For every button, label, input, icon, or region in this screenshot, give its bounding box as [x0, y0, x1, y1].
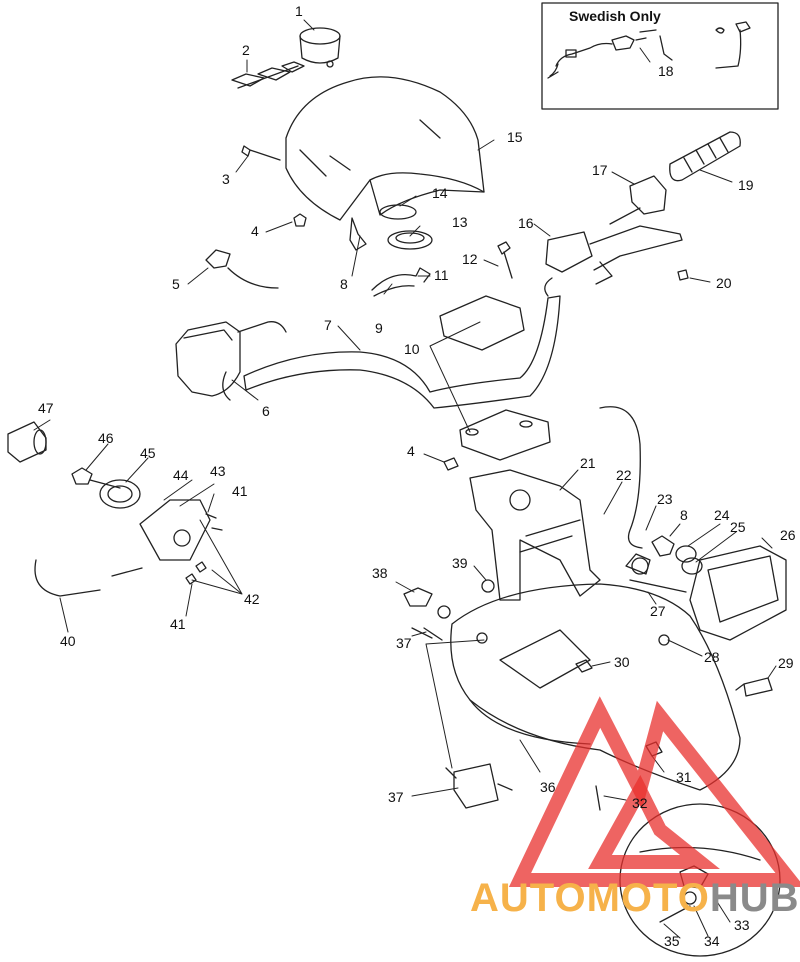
callout-label: 6	[262, 403, 270, 419]
callout-label: 23	[657, 491, 673, 507]
callout-label: 35	[664, 933, 680, 949]
callout-label: 10	[404, 341, 420, 357]
callout-label: 15	[507, 129, 523, 145]
callout-label: 36	[540, 779, 556, 795]
callout-label: 46	[98, 430, 114, 446]
callout-label: 25	[730, 519, 746, 535]
callout-label: 37	[396, 635, 412, 651]
callout-label: 3	[222, 171, 230, 187]
callout-label: 8	[680, 507, 688, 523]
watermark-logo	[508, 696, 800, 887]
callout-label: 20	[716, 275, 732, 291]
leader-lines	[33, 19, 777, 939]
callout-label: 40	[60, 633, 76, 649]
callout-label: 14	[432, 185, 448, 201]
callout-label: 38	[372, 565, 388, 581]
handlebar-cowl	[285, 76, 485, 221]
mounting-bracket	[469, 469, 601, 601]
callout-label: 2	[242, 42, 250, 58]
callout-label: 41	[170, 616, 186, 632]
brake-master-cylinder	[544, 225, 683, 297]
callout-label: 26	[780, 527, 796, 543]
callout-label: 31	[676, 769, 692, 785]
left-parts-group	[7, 421, 223, 597]
callout-label: 7	[324, 317, 332, 333]
left-control-housing	[175, 321, 287, 401]
watermark-part-1: AUTOMOTO	[470, 876, 710, 920]
callout-label: 17	[592, 162, 608, 178]
callout-label: 29	[778, 655, 794, 671]
inset-title: Swedish Only	[569, 8, 661, 24]
callout-label: 41	[232, 483, 248, 499]
callout-label: 19	[738, 177, 754, 193]
callout-label: 27	[650, 603, 666, 619]
callout-label: 12	[462, 251, 478, 267]
tail-lamp-housing	[689, 545, 787, 641]
callout-label: 45	[140, 445, 156, 461]
grip	[669, 131, 741, 182]
callout-label: 39	[452, 555, 468, 571]
callout-label: 34	[704, 933, 720, 949]
watermark-part-2: HUB	[709, 876, 800, 920]
callout-label: 1	[295, 3, 303, 19]
callout-label: 21	[580, 455, 596, 471]
handlebar-tube	[243, 295, 561, 409]
callout-label: 24	[714, 507, 730, 523]
callout-label: 4	[407, 443, 415, 459]
callout-label: 18	[658, 63, 674, 79]
callout-label: 16	[518, 215, 534, 231]
cap-part	[299, 27, 341, 68]
callout-label: 9	[375, 320, 383, 336]
callout-label: 8	[340, 276, 348, 292]
callout-label: 44	[173, 467, 189, 483]
callout-label: 37	[388, 789, 404, 805]
watermark-text: AUTOMOTOHUB	[470, 876, 800, 921]
callout-label: 5	[172, 276, 180, 292]
callout-label: 33	[734, 917, 750, 933]
callout-label: 43	[210, 463, 226, 479]
callout-label: 47	[38, 400, 54, 416]
callout-label: 30	[614, 654, 630, 670]
callout-label: 42	[244, 591, 260, 607]
callout-label: 22	[616, 467, 632, 483]
swedish-inset-box	[541, 2, 779, 110]
callout-label: 28	[704, 649, 720, 665]
callout-label: 11	[434, 267, 449, 283]
callout-label: 4	[251, 223, 259, 239]
clip-parts	[231, 61, 305, 89]
callout-label: 32	[632, 795, 648, 811]
lower-pod	[450, 583, 741, 791]
upper-clamp	[439, 295, 551, 461]
callout-label: 13	[452, 214, 468, 230]
